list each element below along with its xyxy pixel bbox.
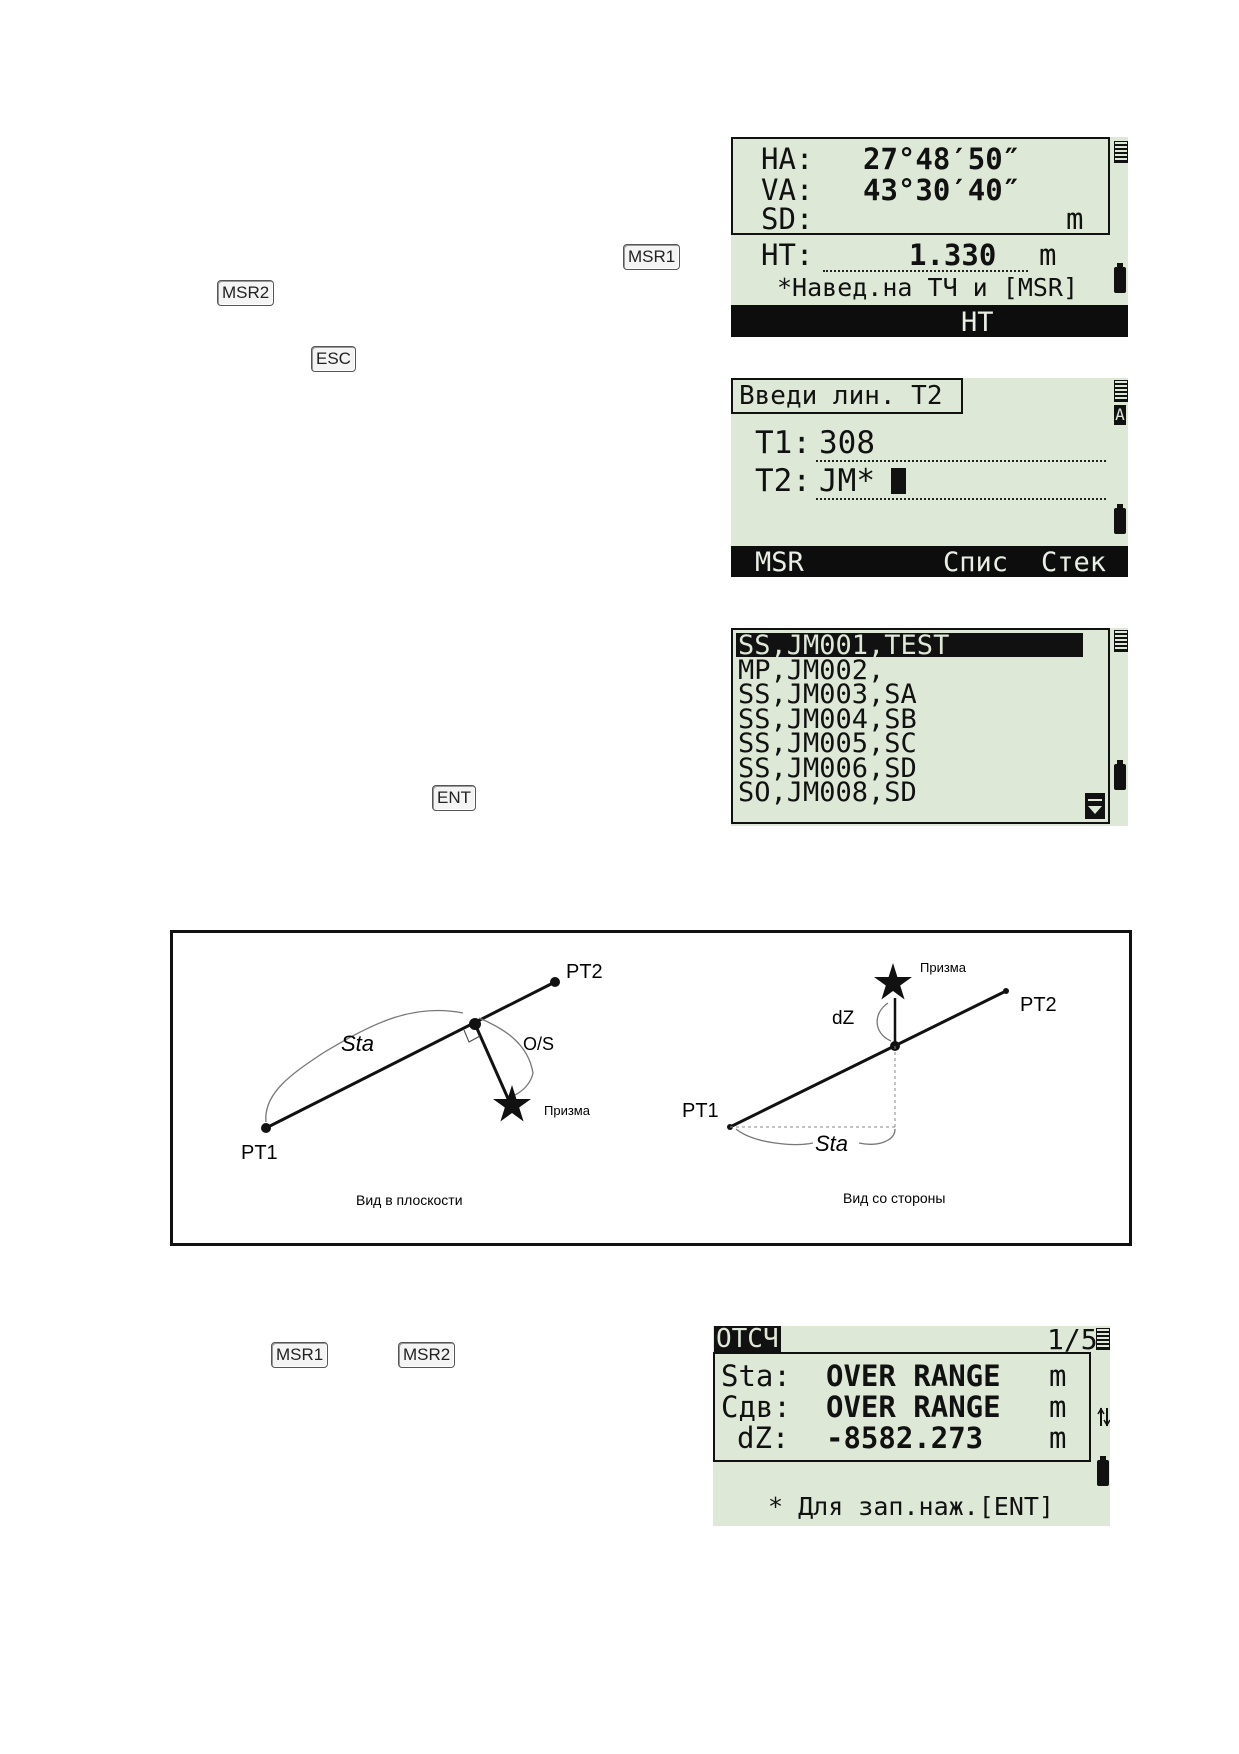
scroll-indicator-icon [1114, 141, 1128, 163]
screen-title: Введи лин. Т2 [739, 381, 943, 411]
selected-row-highlight [736, 633, 1083, 657]
ht-value[interactable]: 1.330 [909, 238, 997, 272]
sta-label: Sta: [721, 1359, 791, 1393]
list-item[interactable]: SS,JM006,SD [738, 752, 917, 784]
reference-line [729, 989, 1007, 1129]
offset-label: Сдв: [721, 1390, 791, 1424]
plan-view-caption: Вид в плоскости [356, 1192, 463, 1208]
offset-value: OVER RANGE [826, 1390, 1001, 1424]
sd-label: SD: [761, 202, 814, 236]
softkey-msr[interactable]: MSR [755, 547, 804, 577]
title-frame [731, 378, 963, 414]
esc-key[interactable]: ESC [311, 346, 356, 372]
t2-underline [816, 498, 1106, 500]
ht-unit: m [1039, 238, 1057, 272]
page-indicator: 1/5 [1047, 1326, 1098, 1356]
pt2-label: PT2 [1020, 994, 1057, 1016]
list-item[interactable]: SS,JM004,SB [738, 703, 917, 735]
t2-label: T2: [755, 463, 811, 499]
ha-label: HA: [761, 142, 814, 176]
prism-star-icon [493, 1085, 531, 1122]
softkey-bar: HT [731, 305, 1128, 337]
readings-frame [713, 1352, 1091, 1462]
lcd-screen-measure: HA: 27°48′50″ VA: 43°30′40″ SD: m HT: 1.… [731, 137, 1128, 337]
scroll-indicator-icon [1096, 1328, 1110, 1350]
angles-frame [731, 137, 1110, 235]
point-list: SS,JM001,TEST MP,JM002, SS,JM003,SA SS,J… [738, 630, 1098, 808]
scroll-indicator-icon [1114, 630, 1128, 652]
scroll-indicator-icon [1114, 380, 1128, 402]
battery-icon [1097, 1456, 1109, 1486]
dz-dimension-arc [876, 1002, 892, 1042]
battery-icon [1114, 760, 1126, 790]
sta-label: Sta [815, 1131, 848, 1156]
msr2-key[interactable]: MSR2 [398, 1342, 456, 1368]
pt2-label: PT2 [566, 961, 603, 983]
battery-icon [1114, 263, 1126, 293]
msr1-key[interactable]: MSR1 [623, 244, 681, 270]
list-frame [731, 628, 1110, 824]
sta-value: OVER RANGE [826, 1359, 1001, 1393]
softkey-ht[interactable]: HT [961, 307, 994, 337]
lcd-screen-readings: ОТСЧ 1/5 Sta: OVER RANGE m Сдв: OVER RAN… [713, 1326, 1110, 1526]
ht-label: HT: [761, 238, 814, 272]
t1-label: T1: [755, 425, 811, 461]
dz-label: dZ [832, 1008, 855, 1029]
text-cursor [891, 468, 906, 494]
pt1-point [261, 1123, 271, 1133]
offset-line [473, 1023, 512, 1104]
lcd-screen-enter-line: Введи лин. Т2 A T1: 308 T2: JM* MSR Спис… [731, 378, 1128, 577]
softkey-stack[interactable]: Стек [1041, 547, 1107, 577]
right-angle-mark [463, 1029, 481, 1043]
measure-prompt: *Навед.на ТЧ и [MSR] [777, 273, 1079, 302]
vertical-arrow-icon [1097, 1406, 1110, 1432]
ha-value: 27°48′50″ [863, 142, 1021, 176]
input-mode-indicator: A [1114, 405, 1126, 425]
dz-value: -8582.273 [826, 1421, 984, 1455]
pt1-label: PT1 [241, 1142, 278, 1164]
va-label: VA: [761, 173, 814, 207]
va-value: 43°30′40″ [863, 173, 1021, 207]
ent-key[interactable]: ENT [432, 785, 476, 811]
reference-line [265, 980, 556, 1130]
prism-star-icon [874, 963, 912, 1000]
list-item[interactable]: MP,JM002, [738, 654, 885, 686]
t2-field[interactable]: JM* [819, 463, 875, 499]
t1-field[interactable]: 308 [819, 425, 875, 461]
pt1-label: PT1 [682, 1100, 719, 1122]
dz-unit: m [1049, 1421, 1067, 1455]
offset-unit: m [1049, 1390, 1067, 1424]
list-item[interactable]: SS,JM001,TEST [738, 630, 950, 661]
softkey-list[interactable]: Спис [943, 547, 1009, 577]
sta-dimension-arc [735, 1128, 896, 1146]
list-item[interactable]: SS,JM005,SC [738, 728, 917, 759]
battery-icon [1114, 504, 1126, 534]
prism-label: Призма [544, 1103, 591, 1118]
msr1-key[interactable]: MSR1 [271, 1342, 329, 1368]
pt2-point [1003, 988, 1009, 994]
ht-underline [823, 270, 1028, 272]
record-prompt: * Для зап.наж.[ENT] [768, 1492, 1054, 1521]
softkey-bar: MSR Спис Стек [731, 546, 1128, 577]
sta-dimension-arc [265, 1009, 464, 1123]
plan-view: PT1 PT2 Sta O/S Призма Вид в плоскости [241, 961, 603, 1208]
list-item[interactable]: SO,JM008,SD [738, 777, 917, 808]
t1-underline [816, 460, 1106, 462]
os-label: O/S [523, 1034, 554, 1054]
os-dimension-arc [478, 1017, 534, 1096]
pt2-point [550, 977, 560, 987]
msr2-key[interactable]: MSR2 [217, 280, 275, 306]
sd-unit: m [1066, 202, 1084, 236]
sta-label: Sta [341, 1031, 374, 1056]
geometry-diagram: PT1 PT2 Sta O/S Призма Вид в плоскости P… [170, 930, 1132, 1246]
sta-unit: m [1049, 1359, 1067, 1393]
list-item[interactable]: SS,JM003,SA [738, 679, 917, 710]
side-view-caption: Вид со стороны [843, 1190, 945, 1206]
screen-title: ОТСЧ [714, 1326, 781, 1354]
lcd-screen-point-list: SS,JM001,TEST MP,JM002, SS,JM003,SA SS,J… [731, 628, 1128, 826]
dz-label: dZ: [737, 1421, 790, 1455]
prism-label: Призма [920, 960, 967, 975]
side-view: PT1 PT2 Sta dZ Призма Вид со стороны [682, 960, 1057, 1206]
scroll-down-icon[interactable] [1085, 793, 1105, 819]
